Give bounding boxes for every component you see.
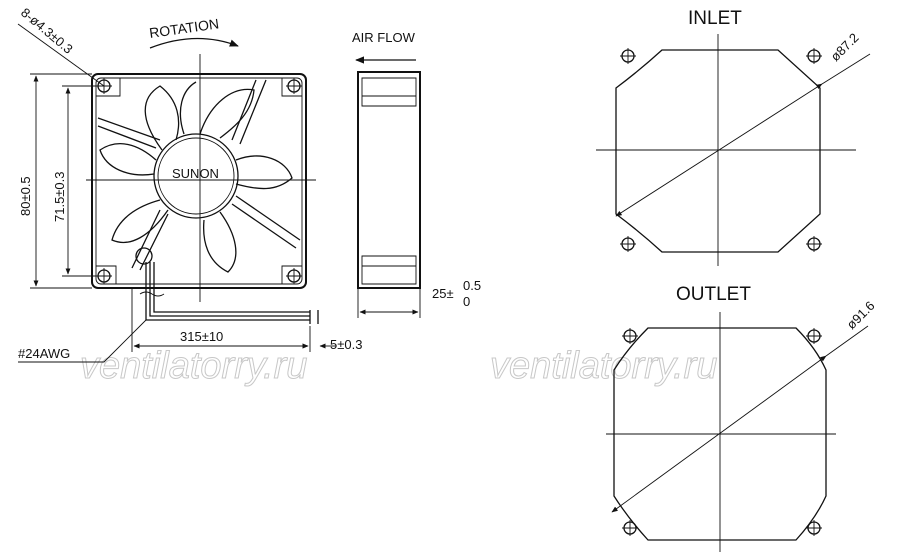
- rotation-arrow: [149, 37, 239, 49]
- wire-gauge-label: #24AWG: [18, 346, 70, 361]
- rotation-label: ROTATION: [148, 15, 220, 41]
- watermark-left: ventilatorry.ru: [80, 345, 307, 387]
- front-view: SUNON ROTATION 8-ø4.3±0.3: [17, 5, 362, 363]
- fan-blades: [99, 81, 293, 273]
- inlet-outline: [615, 49, 821, 253]
- rotor-hub: [153, 133, 239, 219]
- brand-label: SUNON: [172, 166, 219, 181]
- thickness-tol-upper: 0.5: [463, 278, 481, 293]
- side-frame: [357, 71, 421, 289]
- airflow-label: AIR FLOW: [352, 30, 416, 45]
- inlet-holes: [620, 48, 822, 252]
- watermark-right: ventilatorry.ru: [490, 345, 717, 387]
- outlet-diameter: ø91.6: [844, 298, 878, 332]
- lead-length-dim: 315±10: [180, 329, 223, 344]
- inlet-diameter: ø87.2: [828, 30, 862, 64]
- thickness-tol-lower: 0: [463, 294, 470, 309]
- outlet-holes: [622, 328, 822, 536]
- support-struts: [97, 79, 301, 271]
- thickness-dim: 25±: [432, 286, 454, 301]
- height-dim: 80±0.5: [18, 176, 33, 216]
- fan-frame: [91, 73, 307, 289]
- mounting-holes: [96, 78, 302, 284]
- inlet-title: INLET: [688, 8, 742, 29]
- outlet-view: OUTLET ø91.6: [606, 284, 878, 552]
- outlet-diameter-line: [611, 355, 827, 513]
- side-view: AIR FLOW 25± 0.5 0: [352, 30, 481, 318]
- strip-length-dim: 5±0.3: [330, 337, 362, 352]
- inlet-view: INLET ø87.2: [596, 8, 871, 266]
- inlet-diameter-line: [615, 83, 823, 217]
- outlet-title: OUTLET: [676, 284, 751, 305]
- hole-pitch-dim: 71.5±0.3: [52, 171, 67, 222]
